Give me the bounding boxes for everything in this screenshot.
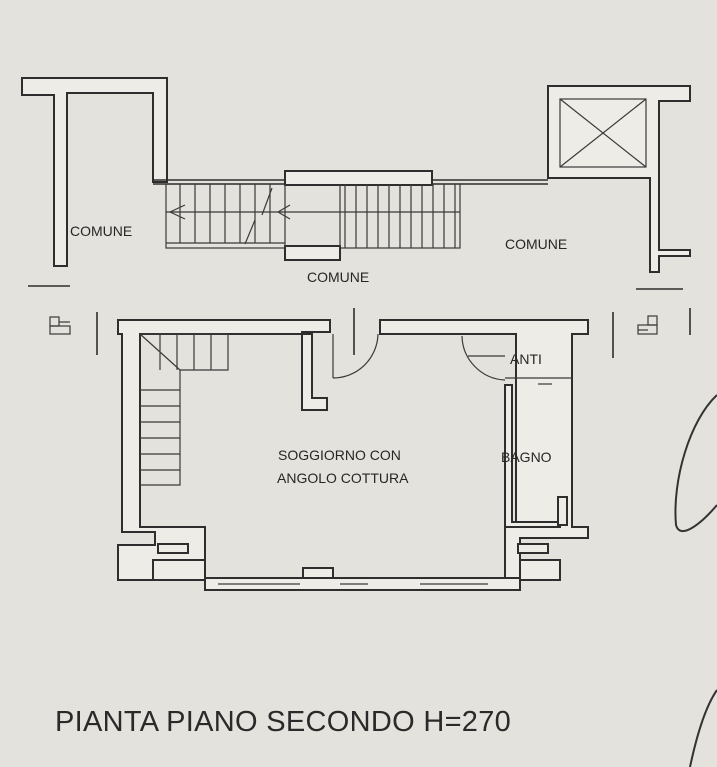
label-living-2: ANGOLO COTTURA — [277, 470, 409, 486]
label-living-1: SOGGIORNO CON — [278, 447, 401, 463]
electrical-symbol-icon — [49, 315, 658, 335]
staircase-icon — [139, 333, 229, 486]
label-comune-right: COMUNE — [505, 236, 567, 252]
label-comune-center: COMUNE — [307, 269, 369, 285]
wall-top-left — [21, 77, 168, 267]
staircase-icon — [165, 170, 461, 261]
plan-title: PIANTA PIANO SECONDO H=270 — [55, 706, 512, 738]
section-marks — [28, 285, 691, 358]
label-comune-left: COMUNE — [70, 223, 132, 239]
apartment-walls — [117, 319, 589, 591]
elevator-shaft-icon — [547, 85, 691, 273]
label-bagno: BAGNO — [501, 449, 552, 465]
door-swing-icon — [332, 333, 506, 381]
signature-mark — [674, 394, 717, 767]
label-anti: ANTI — [510, 351, 542, 367]
